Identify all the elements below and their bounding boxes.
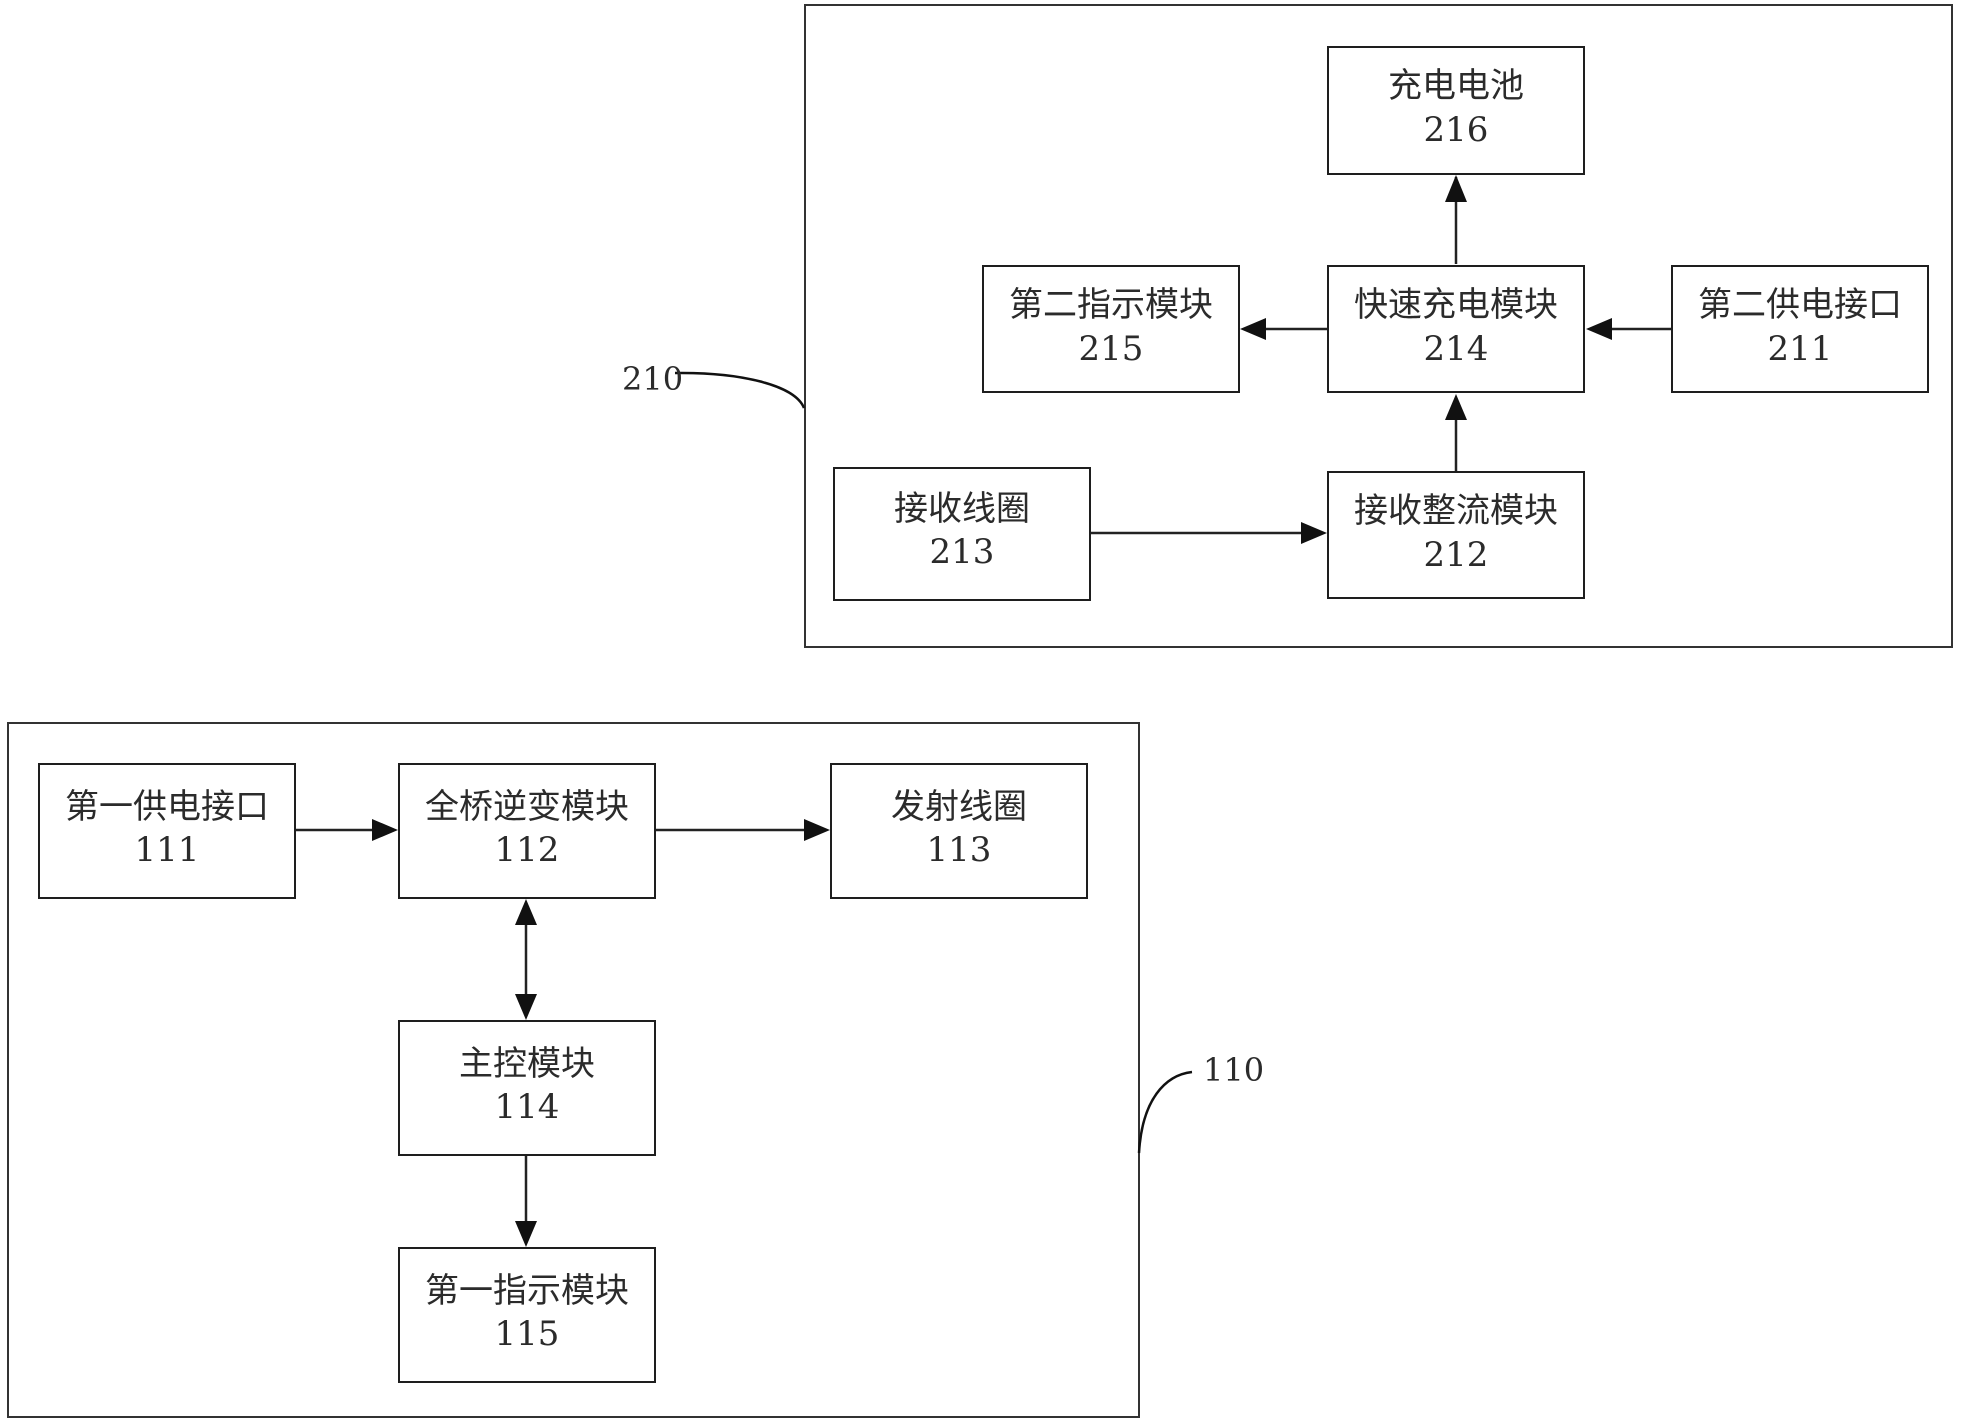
block-second-indicator-215: 第二指示模块 215 — [982, 265, 1240, 393]
block-main-control-114: 主控模块 114 — [398, 1020, 656, 1156]
block-second-power-interface-211: 第二供电接口 211 — [1671, 265, 1929, 393]
block-number: 216 — [1423, 110, 1489, 150]
block-name: 第二供电接口 — [1698, 285, 1902, 325]
block-number: 212 — [1423, 535, 1489, 575]
arrowhead-112-left — [372, 819, 398, 841]
block-name: 快速充电模块 — [1354, 285, 1558, 325]
arrowhead-114-top — [515, 994, 537, 1020]
arrowhead-212 — [1301, 522, 1327, 544]
block-name: 第一供电接口 — [65, 787, 269, 827]
block-name: 全桥逆变模块 — [425, 787, 629, 827]
block-transmitting-coil-113: 发射线圈 113 — [830, 763, 1088, 899]
arrowhead-115 — [515, 1221, 537, 1247]
block-name: 发射线圈 — [891, 787, 1027, 827]
block-name: 接收整流模块 — [1354, 491, 1558, 531]
arrowhead-215 — [1240, 318, 1266, 340]
transmitter-frame-110 — [7, 722, 1140, 1418]
ref-label-110: 110 — [1203, 1051, 1265, 1089]
block-rechargeable-battery-216: 充电电池 216 — [1327, 46, 1585, 175]
block-number: 215 — [1078, 329, 1144, 369]
block-first-indicator-115: 第一指示模块 115 — [398, 1247, 656, 1383]
receiver-frame-210 — [804, 4, 1953, 648]
block-full-bridge-inverter-112: 全桥逆变模块 112 — [398, 763, 656, 899]
arrowhead-113 — [804, 819, 830, 841]
block-first-power-interface-111: 第一供电接口 111 — [38, 763, 296, 899]
block-number: 111 — [134, 830, 200, 870]
block-number: 115 — [494, 1314, 560, 1354]
block-name: 第二指示模块 — [1009, 285, 1213, 325]
block-number: 214 — [1423, 329, 1489, 369]
block-number: 112 — [494, 830, 560, 870]
block-number: 211 — [1767, 329, 1833, 369]
block-name: 主控模块 — [459, 1044, 595, 1084]
arrowhead-112-bottom — [515, 899, 537, 925]
block-name: 第一指示模块 — [425, 1271, 629, 1311]
arrowhead-214-right — [1586, 318, 1612, 340]
block-receiving-rectifier-212: 接收整流模块 212 — [1327, 471, 1585, 599]
leader-210 — [674, 371, 806, 409]
arrowhead-214-bottom — [1445, 394, 1467, 420]
block-name: 接收线圈 — [894, 489, 1030, 529]
block-number: 113 — [926, 830, 992, 870]
ref-label-210: 210 — [622, 360, 684, 398]
block-number: 114 — [494, 1087, 560, 1127]
leader-110 — [1137, 1070, 1193, 1154]
block-fast-charging-214: 快速充电模块 214 — [1327, 265, 1585, 393]
block-receiving-coil-213: 接收线圈 213 — [833, 467, 1091, 601]
block-name: 充电电池 — [1388, 66, 1524, 106]
arrowhead-216 — [1445, 175, 1467, 202]
block-number: 213 — [929, 532, 995, 572]
